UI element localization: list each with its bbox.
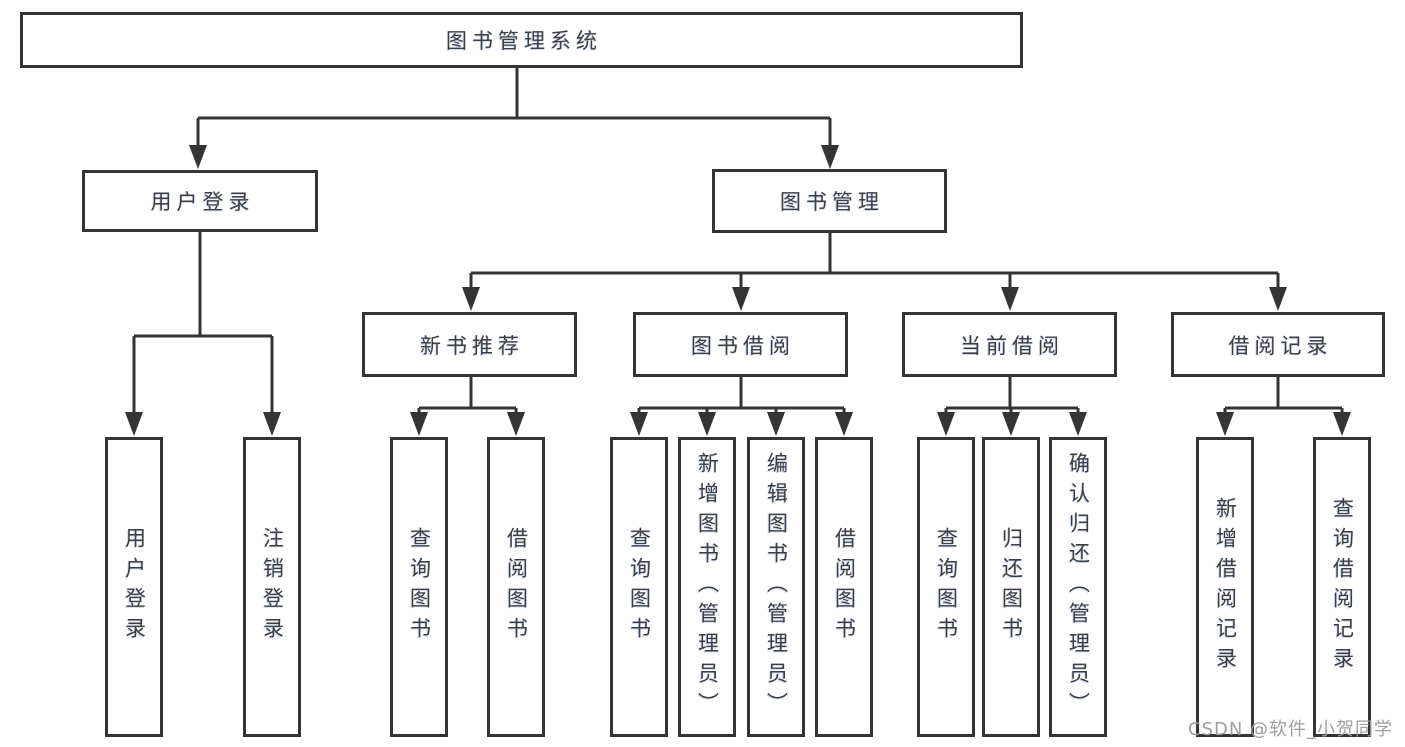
node-user-login-module: 用户登录	[82, 170, 318, 232]
node-query-books-recommend: 查询图书	[390, 437, 448, 737]
node-book-management-module: 图书管理	[712, 169, 947, 233]
node-return-books: 归还图书	[982, 437, 1040, 737]
node-query-books-borrow: 查询图书	[610, 437, 668, 737]
node-library-management-system: 图书管理系统	[20, 12, 1023, 68]
node-confirm-return-admin: 确认归还（管理员）	[1049, 437, 1107, 737]
node-user-login-leaf: 用户登录	[105, 437, 163, 737]
node-current-borrowing: 当前借阅	[902, 312, 1117, 377]
node-borrow-books-leaf: 借阅图书	[815, 437, 873, 737]
node-borrowing-records: 借阅记录	[1171, 312, 1385, 377]
node-add-borrow-record: 新增借阅记录	[1196, 437, 1254, 737]
node-edit-books-admin: 编辑图书（管理员）	[747, 437, 805, 737]
node-query-books-current: 查询图书	[917, 437, 975, 737]
node-new-book-recommendation: 新书推荐	[362, 312, 577, 377]
node-book-borrowing: 图书借阅	[633, 312, 848, 377]
node-query-borrow-record: 查询借阅记录	[1313, 437, 1371, 737]
node-borrow-books-recommend: 借阅图书	[487, 437, 545, 737]
node-add-books-admin: 新增图书（管理员）	[678, 437, 736, 737]
node-logout-leaf: 注销登录	[243, 437, 301, 737]
csdn-watermark: CSDN @软件_小贺同学	[1188, 719, 1394, 740]
